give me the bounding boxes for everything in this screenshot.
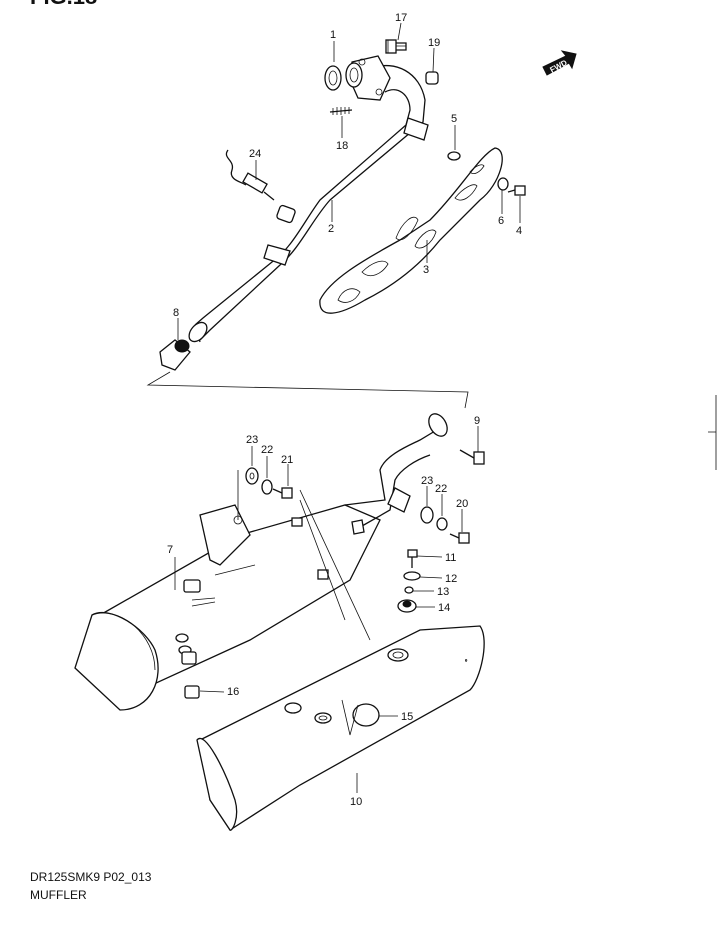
label-part-23-right: 23 [421,475,433,487]
oxygen-sensor [225,149,275,201]
washer-6 [497,177,509,191]
washer-23-left [245,467,259,485]
label-part-19: 19 [428,37,440,49]
heat-shield [319,147,503,314]
o-ring [404,586,414,594]
stud-bolt [329,107,353,115]
label-part-1: 1 [330,29,336,41]
muffler-link-lines [237,470,371,736]
exhaust-pipe [188,64,429,343]
part-labels: 1 17 19 18 5 24 2 3 6 4 8 9 23 22 21 23 … [167,12,522,808]
bracket-bolt-right [449,532,470,544]
assembly-link-lines [146,371,469,409]
leader-lines [174,22,521,793]
washer-5 [447,151,461,161]
label-part-9: 9 [474,415,480,427]
label-part-8: 8 [173,307,179,319]
cover-clip [184,685,200,699]
label-part-12: 12 [445,573,457,585]
label-part-4: 4 [516,225,522,237]
pipe-gasket [159,339,191,371]
label-part-11: 11 [445,552,456,564]
pipe-bolt [459,449,485,465]
fwd-arrow-icon: FWD [542,50,577,76]
figure-title: FIG.18 [30,0,97,10]
label-part-22-right: 22 [435,483,447,495]
label-part-22-left: 22 [261,444,273,456]
label-part-14: 14 [438,602,450,614]
label-part-23-left: 23 [246,434,258,446]
label-part-2: 2 [328,223,334,235]
figure-name: MUFFLER [30,888,87,902]
label-part-13: 13 [437,586,449,598]
cap-nut [425,71,439,85]
label-part-5: 5 [451,113,457,125]
bracket-bolt-left [272,487,293,499]
flange-bolt [385,39,407,54]
label-part-7: 7 [167,544,173,556]
shield-bolt [507,185,526,196]
label-part-16: 16 [227,686,239,698]
page-edge-marks [708,395,717,470]
cover-washer [403,571,421,581]
muffler-body [74,413,448,711]
muffler-cover [196,625,485,831]
figure-code: DR125SMK9 P02_013 [30,870,152,884]
label-part-6: 6 [498,215,504,227]
label-part-10: 10 [350,796,362,808]
washer-22-left [261,479,273,495]
label-part-17: 17 [395,12,407,24]
washer-22-right [436,517,448,531]
label-part-20: 20 [456,498,468,510]
label-part-18: 18 [336,140,348,152]
label-part-15: 15 [401,711,413,723]
label-part-21: 21 [281,454,293,466]
cover-screw [407,549,418,568]
label-part-3: 3 [423,264,429,276]
end-cap [352,703,380,727]
rubber-grommet [397,599,417,613]
washer-23-right [420,506,434,524]
gasket-ring [324,62,363,91]
label-part-24: 24 [249,148,261,160]
